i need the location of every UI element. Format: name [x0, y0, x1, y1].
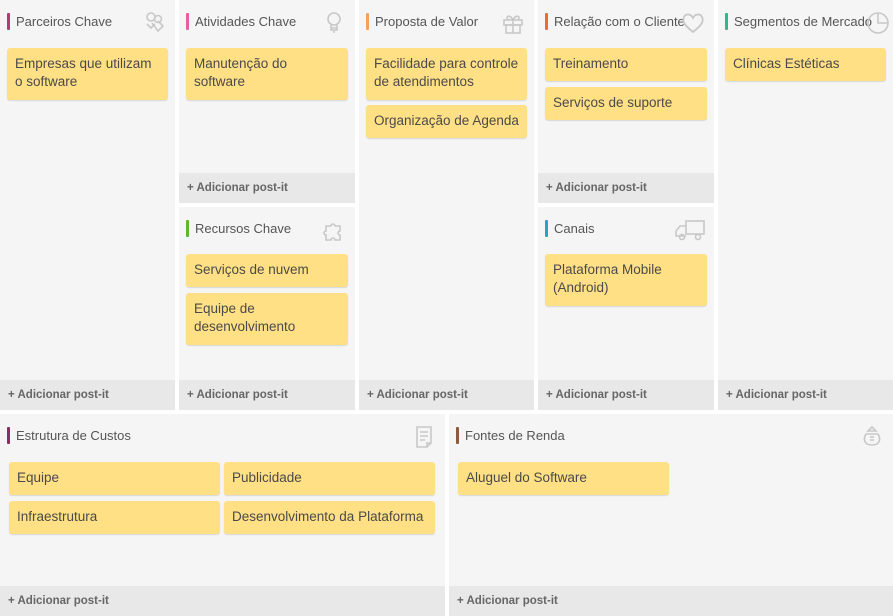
accent-bar: [545, 219, 548, 237]
accent-bar: [186, 219, 189, 237]
panel-title: Relação com o Cliente: [554, 13, 685, 29]
sticky-note[interactable]: Equipe de desenvolvimento: [186, 293, 348, 345]
accent-bar: [456, 426, 459, 444]
sticky-note[interactable]: Infraestrutura: [9, 501, 220, 534]
gift-icon: [500, 10, 526, 36]
sticky-note[interactable]: Equipe: [9, 462, 220, 495]
truck-icon: [674, 217, 706, 243]
add-post-it-button[interactable]: + Adicionar post-it: [359, 380, 534, 410]
sticky-note[interactable]: Clínicas Estéticas: [725, 48, 886, 81]
panel-header: Fontes de Renda: [456, 426, 565, 444]
accent-bar: [7, 12, 10, 30]
panel-atividades-chave: Atividades Chave Manutenção do software …: [179, 0, 355, 203]
sticky-note[interactable]: Publicidade: [224, 462, 435, 495]
add-post-it-button[interactable]: + Adicionar post-it: [179, 173, 355, 203]
puzzle-icon: [321, 217, 347, 243]
add-post-it-button[interactable]: + Adicionar post-it: [538, 173, 714, 203]
panel-header: Proposta de Valor: [366, 12, 478, 30]
panel-recursos-chave: Recursos Chave Serviços de nuvem Equipe …: [179, 207, 355, 410]
panel-canais: Canais Plataforma Mobile (Android) + Adi…: [538, 207, 714, 410]
panel-header: Relação com o Cliente: [545, 12, 685, 30]
money-bag-icon: [859, 424, 885, 450]
sticky-note[interactable]: Manutenção do software: [186, 48, 348, 100]
panel-header: Atividades Chave: [186, 12, 296, 30]
panel-header: Recursos Chave: [186, 219, 291, 237]
key-partners-icon: [141, 10, 167, 36]
pie-chart-icon: [865, 10, 891, 36]
panel-segmentos-de-mercado: Segmentos de Mercado Clínicas Estéticas …: [718, 0, 893, 410]
sticky-note[interactable]: Treinamento: [545, 48, 707, 81]
panel-title: Atividades Chave: [195, 13, 297, 29]
panel-relacao-com-o-cliente: Relação com o Cliente Treinamento Serviç…: [538, 0, 714, 203]
accent-bar: [366, 12, 369, 30]
panel-header: Estrutura de Custos: [7, 426, 131, 444]
panel-estrutura-de-custos: Estrutura de Custos Equipe Publicidade I…: [0, 414, 445, 616]
add-post-it-button[interactable]: + Adicionar post-it: [718, 380, 893, 410]
panel-parceiros-chave: Parceiros Chave Empresas que utilizam o …: [0, 0, 175, 410]
add-post-it-button[interactable]: + Adicionar post-it: [0, 380, 175, 410]
add-post-it-button[interactable]: + Adicionar post-it: [538, 380, 714, 410]
panel-title: Canais: [554, 220, 595, 236]
sticky-note[interactable]: Serviços de nuvem: [186, 254, 348, 287]
panel-header: Canais: [545, 219, 594, 237]
sticky-note[interactable]: Desenvolvimento da Plataforma: [224, 501, 435, 534]
accent-bar: [7, 426, 10, 444]
panel-title: Estrutura de Custos: [16, 427, 131, 443]
sticky-note[interactable]: Serviços de suporte: [545, 87, 707, 120]
panel-fontes-de-renda: Fontes de Renda Aluguel do Software + Ad…: [449, 414, 893, 616]
panel-title: Proposta de Valor: [375, 13, 479, 29]
panel-title: Fontes de Renda: [465, 427, 565, 443]
panel-proposta-de-valor: Proposta de Valor Facilidade para contro…: [359, 0, 534, 410]
panel-header: Parceiros Chave: [7, 12, 112, 30]
lightbulb-icon: [321, 10, 347, 36]
add-post-it-button[interactable]: + Adicionar post-it: [449, 586, 893, 616]
panel-title: Parceiros Chave: [16, 13, 113, 29]
panel-title: Recursos Chave: [195, 220, 292, 236]
add-post-it-button[interactable]: + Adicionar post-it: [0, 586, 445, 616]
sticky-note[interactable]: Plataforma Mobile (Android): [545, 254, 707, 306]
heart-icon: [680, 10, 706, 36]
receipt-icon: [411, 424, 437, 450]
sticky-note[interactable]: Organização de Agenda: [366, 105, 527, 138]
sticky-note[interactable]: Aluguel do Software: [458, 462, 669, 495]
panel-title: Segmentos de Mercado: [734, 13, 873, 29]
panel-header: Segmentos de Mercado: [725, 12, 872, 30]
sticky-note[interactable]: Empresas que utilizam o software: [7, 48, 168, 100]
accent-bar: [545, 12, 548, 30]
sticky-note[interactable]: Facilidade para controle de atendimentos: [366, 48, 527, 100]
add-post-it-button[interactable]: + Adicionar post-it: [179, 380, 355, 410]
accent-bar: [725, 12, 728, 30]
accent-bar: [186, 12, 189, 30]
